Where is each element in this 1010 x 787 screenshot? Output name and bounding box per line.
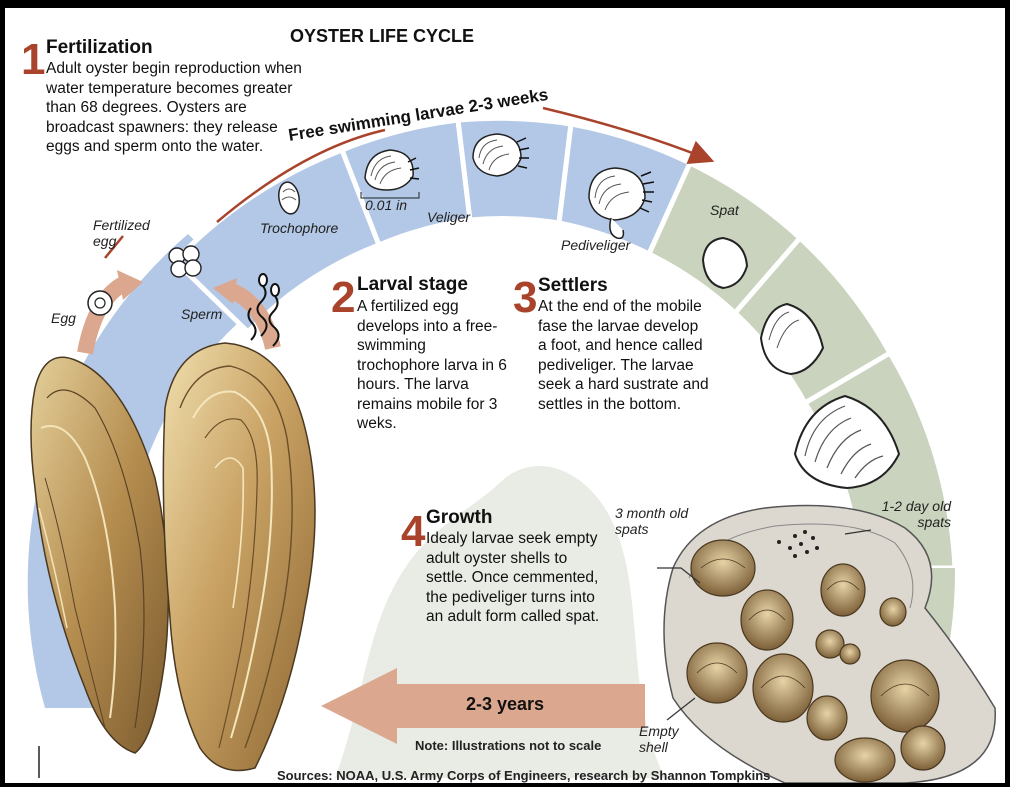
step-4-heading: Growth bbox=[426, 508, 493, 527]
one-two-day-spats-label: 1-2 day old spats bbox=[871, 498, 951, 530]
step-3-number: 3 bbox=[513, 276, 537, 320]
step-3-heading: Settlers bbox=[538, 276, 608, 295]
step-2-heading: Larval stage bbox=[357, 275, 468, 294]
sperm-label: Sperm bbox=[181, 306, 222, 322]
step-3-text: At the end of the mobile fase the larvae… bbox=[538, 297, 710, 414]
empty-shell-label: Empty shell bbox=[639, 723, 685, 755]
step-4-text: Idealy larvae seek empty adult oyster sh… bbox=[426, 529, 606, 627]
sources-line: Sources: NOAA, U.S. Army Corps of Engine… bbox=[277, 768, 770, 783]
page-title: OYSTER LIFE CYCLE bbox=[290, 26, 474, 47]
trochophore-label: Trochophore bbox=[260, 220, 338, 236]
step-1-heading: Fertilization bbox=[46, 38, 153, 57]
step-1-number: 1 bbox=[21, 38, 45, 82]
adult-oyster-right bbox=[163, 343, 315, 771]
step-2-text: A fertilized egg develops into a free-sw… bbox=[357, 297, 507, 434]
oyster-life-cycle-infographic: OYSTER LIFE CYCLE Free swimming larvae 2… bbox=[5, 8, 1005, 783]
step-1-text: Adult oyster begin reproduction when wat… bbox=[46, 59, 306, 157]
scale-note: Note: Illustrations not to scale bbox=[415, 738, 601, 753]
spat-label: Spat bbox=[710, 202, 739, 218]
growth-duration-label: 2-3 years bbox=[466, 694, 544, 715]
step-2-number: 2 bbox=[331, 276, 355, 320]
step-4-number: 4 bbox=[401, 510, 425, 554]
pediveliger-label: Pediveliger bbox=[561, 237, 630, 253]
egg-label: Egg bbox=[51, 310, 76, 326]
veliger-label: Veliger bbox=[427, 209, 470, 225]
three-month-spats-label: 3 month old spats bbox=[615, 505, 693, 537]
fertilized-egg-label: Fertilized egg bbox=[93, 217, 173, 249]
size-note-label: 0.01 in bbox=[365, 197, 407, 213]
